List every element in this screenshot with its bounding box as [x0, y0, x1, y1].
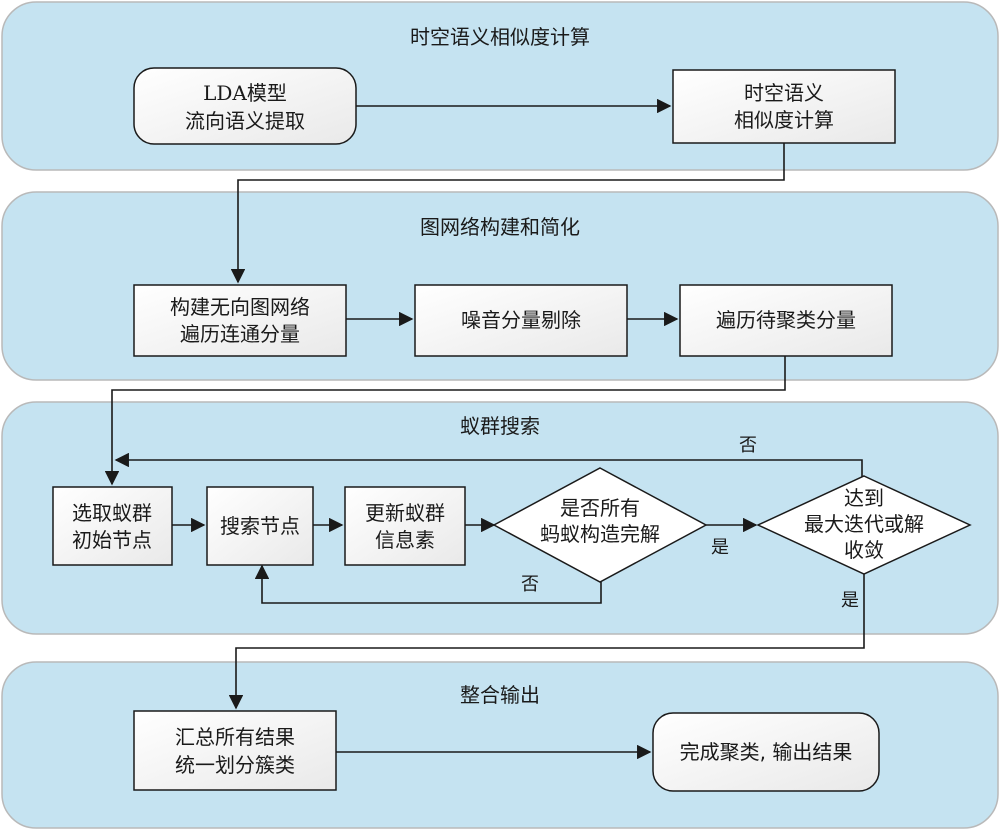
decision-label: 达到: [844, 486, 884, 510]
section-title: 蚁群搜索: [460, 414, 540, 438]
edge-label-no: 否: [739, 435, 757, 456]
node-label: 汇总所有结果: [175, 725, 295, 749]
decision-all-ants: 是否所有 蚂蚁构造完解: [492, 467, 708, 583]
node-label: 遍历待聚类分量: [716, 308, 856, 332]
node-label: 信息素: [375, 528, 435, 552]
node-label: 遍历连通分量: [180, 322, 300, 346]
edges: [104, 98, 865, 760]
section-title: 整合输出: [460, 683, 540, 707]
decision-label: 最大迭代或解: [804, 512, 924, 536]
section-title: 时空语义相似度计算: [410, 25, 590, 49]
edge-label-no: 否: [521, 574, 539, 595]
decision-label: 是否所有: [560, 496, 640, 520]
node-build-graph: 构建无向图网络 遍历连通分量: [133, 284, 347, 357]
edge-label-yes: 是: [711, 537, 729, 558]
decision-convergence: 达到 最大迭代或解 收敛: [756, 475, 972, 575]
node-update-pheromone: 更新蚁群 信息素: [344, 486, 466, 566]
node-label: 完成聚类, 输出结果: [680, 740, 853, 764]
node-label: 噪音分量剔除: [461, 308, 581, 332]
node-label: 搜索节点: [220, 514, 300, 538]
node-label: 更新蚁群: [365, 501, 445, 525]
edge-converge-no: [114, 452, 863, 478]
node-label: 构建无向图网络: [170, 295, 310, 319]
edge-converge-yes: [228, 574, 865, 710]
node-similarity-calc: 时空语义 相似度计算: [672, 69, 896, 144]
node-label: LDA模型: [203, 81, 287, 105]
decision-label: 收敛: [844, 538, 884, 562]
edge-ants-no: [254, 564, 602, 604]
node-label: 初始节点: [72, 528, 152, 552]
node-output-results: 完成聚类, 输出结果: [652, 712, 880, 792]
edge-label-yes: 是: [841, 590, 859, 611]
node-label: 流向语义提取: [185, 109, 305, 133]
decision-label: 蚂蚁构造完解: [540, 522, 660, 546]
node-label: 统一划分簇类: [175, 753, 295, 777]
node-label: 时空语义: [744, 81, 824, 105]
node-traverse-components: 遍历待聚类分量: [679, 284, 893, 357]
node-lda-extraction: LDA模型 流向语义提取: [133, 67, 357, 145]
edge-traverse-to-init: [104, 356, 786, 486]
node-noise-removal: 噪音分量剔除: [414, 284, 628, 357]
node-search-node: 搜索节点: [206, 486, 314, 566]
node-label: 选取蚁群: [72, 501, 152, 525]
node-select-initial: 选取蚁群 初始节点: [52, 486, 173, 566]
section-title: 图网络构建和简化: [420, 215, 580, 239]
node-label: 相似度计算: [734, 108, 834, 132]
node-merge-results: 汇总所有结果 统一划分簇类: [133, 710, 337, 791]
edge-similarity-to-graph: [230, 143, 785, 284]
